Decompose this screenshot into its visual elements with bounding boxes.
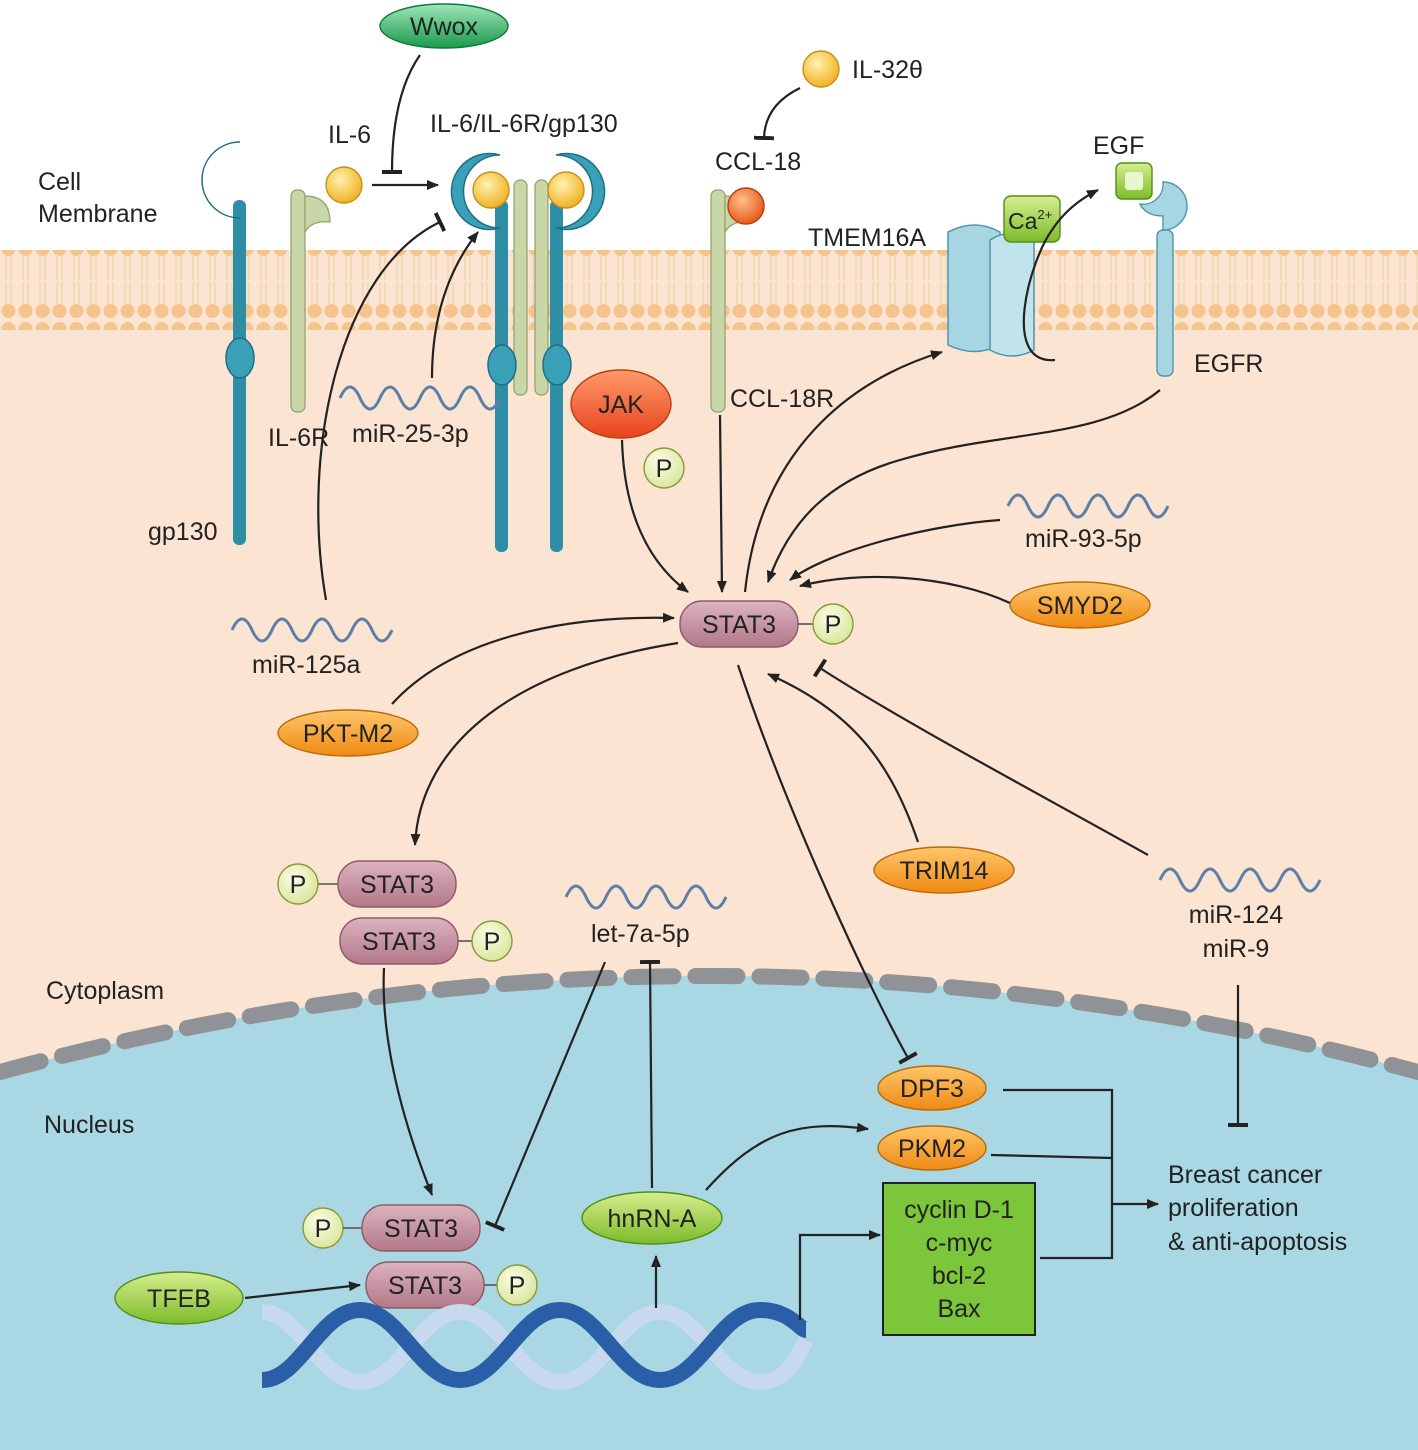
ccl18-ligand [727,187,765,225]
il6-label: IL-6 [328,121,371,149]
pkm2-label: PKM2 [898,1135,966,1163]
mir25-strand [338,385,502,411]
target-gene-1: cyclin D-1 [904,1196,1014,1224]
jak-phosphate [643,447,685,489]
mir93-strand [1006,493,1170,519]
nuc-top-phosphate-label: P [315,1215,332,1243]
calcium-label: Ca2+ [1008,207,1052,234]
target-gene-3: bcl-2 [932,1262,986,1290]
dimer-top-phosphate-label: P [290,871,307,899]
trim14-label: TRIM14 [900,857,989,885]
nuc-bottom-phosphate-label: P [509,1272,526,1300]
ccl18r-label: CCL-18R [730,385,834,413]
mir125a-label: miR-125a [252,651,360,679]
tfeb-node [114,1271,244,1325]
interaction-lines [244,54,1248,1320]
stat3-central-label: STAT3 [702,611,776,639]
nuc-bottom-phosphate [496,1264,538,1306]
stat3-dimer-bottom-label: STAT3 [362,928,436,956]
dpf3-node [877,1065,987,1111]
gp130-label: gp130 [148,518,218,546]
dimer-bottom-phosphate [471,920,513,962]
extracellular-space [0,0,1418,250]
smyd2-label: SMYD2 [1037,592,1123,620]
outcome-line-1: Breast cancer [1168,1161,1322,1189]
outcome-line-2: proliferation [1168,1194,1299,1222]
gp130-receptor [201,141,255,545]
jak-phosphate-label: P [656,455,673,483]
nuclear-envelope [0,968,1418,1080]
smyd2-node [1009,581,1151,629]
target-gene-2: c-myc [926,1229,993,1257]
mir25-label: miR-25-3p [352,420,469,448]
egfr-label: EGFR [1194,350,1263,378]
il32-ligand [802,50,840,88]
stat3-dimer-top-label: STAT3 [360,871,434,899]
jak-label: JAK [598,391,644,419]
wwox-node [379,3,509,49]
stat3-central-phosphate [812,603,854,645]
il6-ligand [325,166,363,204]
hnrna-label: hnRN-A [608,1205,697,1233]
pktm2-node [277,709,419,757]
il6-complex-label: IL-6/IL-6R/gp130 [430,110,618,138]
hnrna-node [581,1191,723,1245]
pkm2-node [877,1125,987,1171]
stat3-dimer-top [337,860,457,908]
mir9-label: miR-9 [1203,935,1270,963]
tfeb-label: TFEB [147,1285,211,1313]
target-gene-4: Bax [937,1295,981,1323]
lipid-bilayer [0,250,1418,330]
dna-helix [260,1301,814,1391]
il32-label: IL-32θ [852,56,923,84]
egfr-receptor [1138,181,1188,377]
wwox-label: Wwox [410,13,479,41]
mir124-label: miR-124 [1189,901,1284,929]
pktm2-label: PKT-M2 [303,720,393,748]
cytoplasm-label: Cytoplasm [46,977,164,1005]
il6-complex [450,152,606,552]
il6r-label: IL-6R [268,424,329,452]
il6r-receptor [290,189,331,413]
target-genes-box [882,1182,1036,1336]
trim14-node [873,846,1015,894]
tmem16a-channel [947,224,1035,357]
mir125a-strand [230,617,394,643]
egf-label: EGF [1093,132,1144,160]
stat3-central-phosphate-label: P [825,611,842,639]
jak-node [570,369,672,439]
dpf3-label: DPF3 [900,1075,964,1103]
ccl18-label: CCL-18 [715,148,801,176]
mir124-strand [1158,867,1322,893]
tmem16a-label: TMEM16A [808,224,926,252]
let7a-strand [564,884,728,910]
mir93-label: miR-93-5p [1025,525,1142,553]
stat3-nuc-top-label: STAT3 [384,1215,458,1243]
dimer-bottom-phosphate-label: P [484,928,501,956]
outcome-line-3: & anti-apoptosis [1168,1228,1347,1256]
let7a-label: let-7a-5p [591,920,690,948]
stat3-nuc-bottom-label: STAT3 [388,1272,462,1300]
stat3-nuc-top [361,1204,481,1252]
nucleus-label: Nucleus [44,1111,134,1139]
